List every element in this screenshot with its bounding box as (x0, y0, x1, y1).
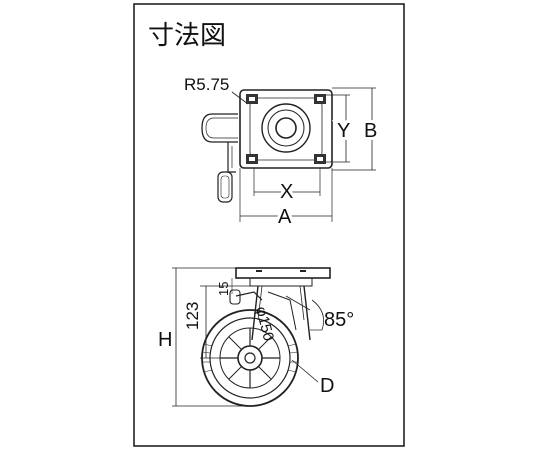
dimension-h-label: H (158, 329, 172, 351)
radius-label: R5.75 (184, 75, 229, 94)
dimension-x-label: X (280, 181, 293, 203)
dimension-15-label: 15 (216, 282, 231, 296)
top-plate (239, 89, 333, 169)
bolt-holes (246, 94, 326, 164)
top-view (201, 87, 376, 222)
drawing-border (133, 3, 405, 447)
dimension-d-label: D (320, 375, 334, 397)
drawing-title: 寸法図 (148, 21, 226, 51)
dimension-123-label: 123 (183, 302, 202, 330)
dimension-y-label: Y (337, 120, 350, 142)
side-view (172, 267, 331, 407)
dimension-b-label: B (364, 120, 377, 142)
angle-label: 85° (324, 309, 354, 331)
dimension-a-label: A (278, 206, 292, 228)
